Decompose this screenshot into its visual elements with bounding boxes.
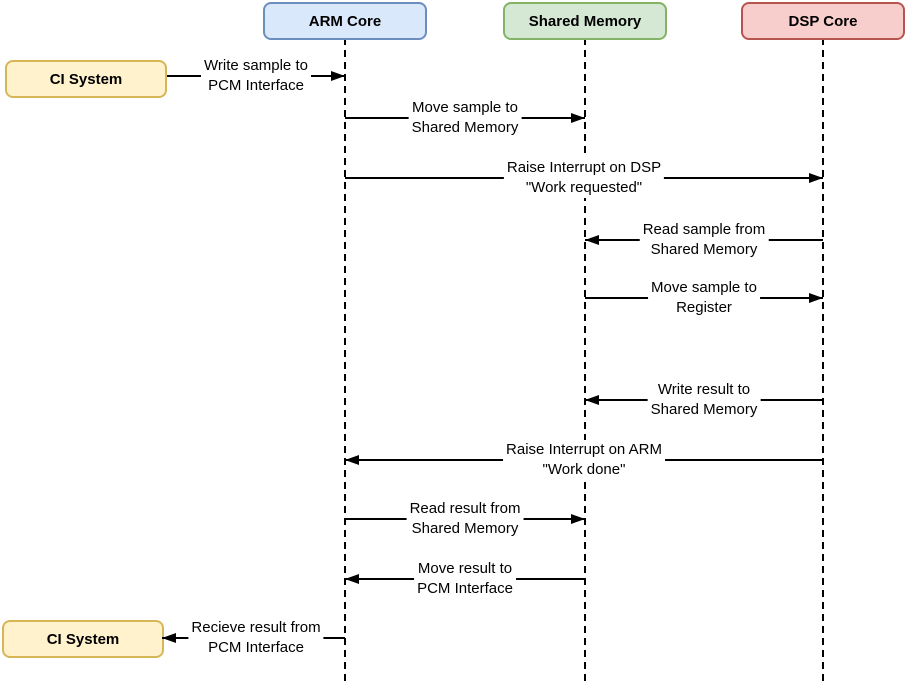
message-4-arrowhead-left-icon [585, 235, 599, 245]
lifeline-dsp-core [822, 38, 824, 683]
message-7-label: Raise Interrupt on ARM "Work done" [503, 440, 665, 480]
message-6-label: Write result to Shared Memory [647, 380, 761, 420]
message-8-label: Read result from Shared Memory [406, 499, 524, 539]
message-9-arrowhead-left-icon [345, 574, 359, 584]
message-3-arrowhead-right-icon [809, 173, 823, 183]
actor-arm-core: ARM Core [263, 2, 427, 40]
actor-dsp-core-label: DSP Core [788, 12, 858, 30]
message-8-arrowhead-right-icon [571, 514, 585, 524]
message-1-arrowhead-right-icon [331, 71, 345, 81]
actor-arm-core-label: ARM Core [308, 12, 382, 30]
actor-dsp-core: DSP Core [741, 2, 905, 40]
message-10-label: Recieve result from PCM Interface [188, 618, 324, 658]
message-2-arrowhead-right-icon [571, 113, 585, 123]
actor-shared-memory: Shared Memory [503, 2, 667, 40]
ci-system-top-label: CI System [49, 70, 123, 88]
message-3-label: Raise Interrupt on DSP "Work requested" [503, 158, 665, 198]
message-4-label: Read sample from Shared Memory [639, 220, 769, 260]
message-9-label: Move result to PCM Interface [414, 559, 516, 599]
lifeline-arm-core [344, 38, 346, 683]
message-1-label: Write sample to PCM Interface [201, 56, 311, 96]
message-6-arrowhead-left-icon [585, 395, 599, 405]
lifeline-shared-memory [584, 38, 586, 683]
actor-shared-memory-label: Shared Memory [528, 12, 642, 30]
message-2-label: Move sample to Shared Memory [408, 98, 522, 138]
message-5-label: Move sample to Register [648, 278, 760, 318]
message-7-arrowhead-left-icon [345, 455, 359, 465]
external-actor-ci-system-bottom: CI System [2, 620, 164, 658]
message-5-arrowhead-right-icon [809, 293, 823, 303]
message-10-arrowhead-left-icon [162, 633, 176, 643]
ci-system-bottom-label: CI System [46, 630, 120, 648]
external-actor-ci-system-top: CI System [5, 60, 167, 98]
